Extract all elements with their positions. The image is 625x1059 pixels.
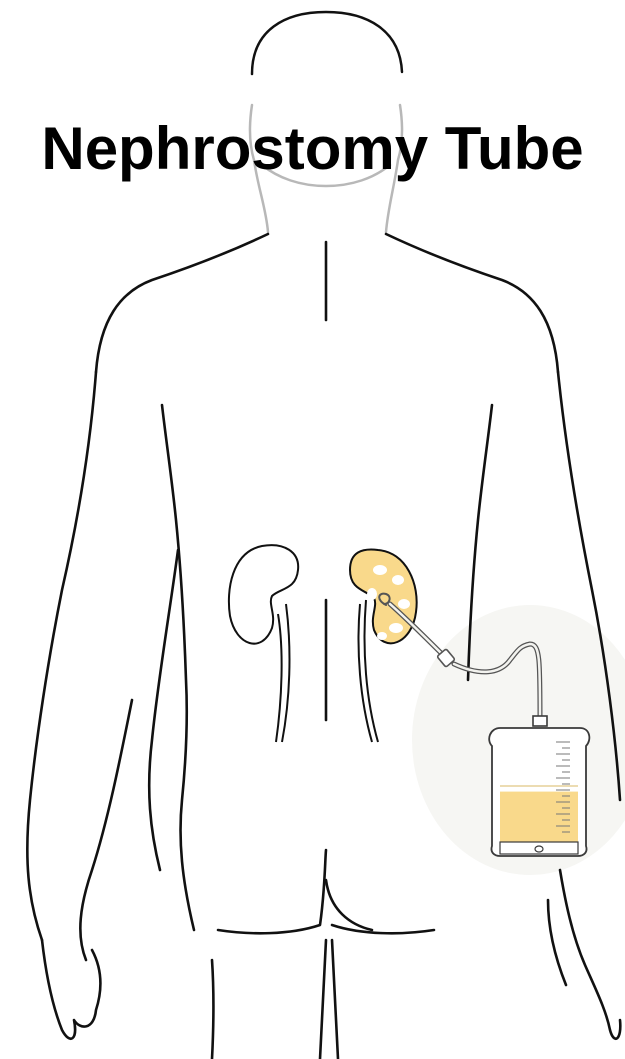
bag-urine-fill bbox=[500, 792, 578, 842]
renal-calyx bbox=[398, 599, 410, 609]
renal-calyx bbox=[377, 632, 387, 640]
bag-neck bbox=[533, 716, 547, 726]
renal-calyx bbox=[389, 623, 403, 633]
renal-calyx bbox=[392, 575, 404, 585]
kidney-left bbox=[229, 545, 298, 742]
bag-drain-valve bbox=[535, 846, 543, 852]
renal-calyx bbox=[367, 588, 377, 600]
head-crown bbox=[252, 12, 402, 74]
diagram-title: Nephrostomy Tube bbox=[0, 113, 625, 185]
drainage-bag bbox=[489, 716, 589, 856]
renal-calyx bbox=[373, 565, 387, 575]
kidney-right bbox=[350, 550, 417, 742]
